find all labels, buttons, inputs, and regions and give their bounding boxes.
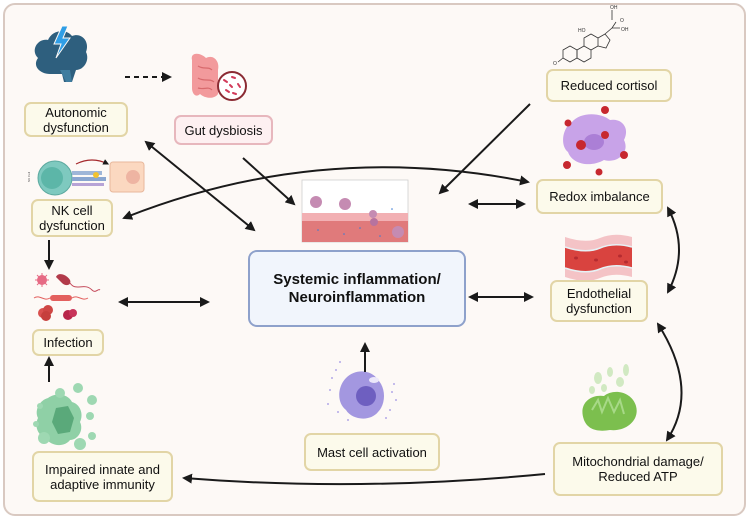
central-label: Systemic inflammation/ Neuroinflammation <box>273 270 441 306</box>
node-autonomic-dysfunction: Autonomic dysfunction <box>24 102 128 137</box>
node-nk-cell-dysfunction: NK cell dysfunction <box>31 199 113 237</box>
molecule-label-o: O <box>553 61 557 67</box>
node-systemic-inflammation: Systemic inflammation/ Neuroinflammation <box>248 250 466 327</box>
node-impaired-immunity: Impaired innate and adaptive immunity <box>32 451 173 502</box>
node-reduced-cortisol: Reduced cortisol <box>546 69 672 102</box>
arrow-redox-endothelial <box>667 206 680 294</box>
mitochondria-icon <box>582 364 637 431</box>
blood-vessel-icon <box>564 234 633 281</box>
molecule-label-ho: HO <box>578 28 586 34</box>
node-endothelial-dysfunction: Endothelial dysfunction <box>550 280 648 322</box>
node-label: Mitochondrial damage/ Reduced ATP <box>572 454 704 484</box>
arrow-cortisol-central <box>438 103 531 195</box>
node-label: Endothelial dysfunction <box>566 286 632 316</box>
ros-cell-icon <box>563 106 628 176</box>
arrow-mito-immunity <box>182 473 546 486</box>
molecule-label-o: O <box>620 18 624 24</box>
nk-cell-label: NK Cell <box>27 171 31 182</box>
node-label: Autonomic dysfunction <box>43 104 109 135</box>
node-label: Gut dysbiosis <box>184 122 263 138</box>
nk-cell-icon: NK Cell <box>27 159 145 196</box>
arrow-nk-redox <box>122 166 530 220</box>
molecule-label-oh: OH <box>610 5 618 11</box>
cortisol-molecule-icon <box>557 10 620 63</box>
node-redox-imbalance: Redox imbalance <box>536 179 663 214</box>
node-label: Impaired innate and adaptive immunity <box>45 461 160 492</box>
node-mitochondrial-damage: Mitochondrial damage/ Reduced ATP <box>553 442 723 496</box>
node-label: Reduced cortisol <box>560 78 658 93</box>
node-mast-cell-activation: Mast cell activation <box>304 433 440 471</box>
immune-cell-icon <box>33 383 97 450</box>
node-gut-dysbiosis: Gut dysbiosis <box>174 115 273 145</box>
brain-lightning-icon <box>34 25 88 82</box>
node-label: NK cell dysfunction <box>39 203 105 233</box>
mast-cell-icon <box>327 361 397 421</box>
node-infection: Infection <box>32 329 104 356</box>
node-label: Redox imbalance <box>549 189 650 204</box>
arrow-autonomic-central <box>144 140 256 232</box>
intestine-microbiome-icon <box>191 53 247 101</box>
node-label: Infection <box>43 335 93 350</box>
tissue-inflammation-icon <box>301 179 409 243</box>
node-label: Mast cell activation <box>317 444 427 460</box>
molecule-label-oh: OH <box>621 27 629 33</box>
arrow-endothelial-mito <box>656 322 683 442</box>
pathogens-icon <box>33 273 101 321</box>
